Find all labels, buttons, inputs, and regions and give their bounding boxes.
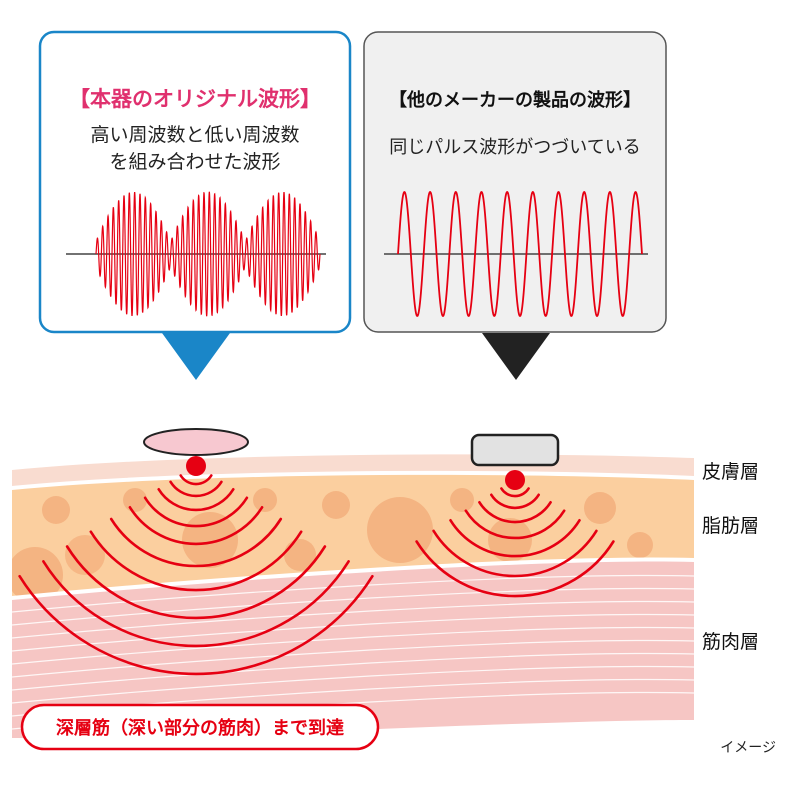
fat-blob [584,492,616,524]
propagation-arc [143,496,249,528]
fat-muscle-boundary [11,557,695,600]
callout-text: 深層筋（深い部分の筋肉）まで到達 [56,717,344,739]
muscle-fiber-line [12,626,694,665]
propagation-arc [179,474,213,486]
muscle-fiber-line [12,574,694,613]
muscle-fiber-line [12,613,694,652]
muscle-layer [12,561,694,739]
right-panel-pointer [482,333,550,380]
left-original-waveform [95,191,321,317]
fat-blob [450,488,474,512]
fat-blob [322,491,350,519]
callout-box [20,703,380,751]
fat-blob [253,488,277,512]
original-device-pink [143,428,249,456]
fat-blob [123,488,147,512]
propagation-arc [42,560,350,648]
propagation-arc [490,493,540,510]
image-note: イメージ [720,740,776,756]
propagation-arc [432,529,598,578]
muscle-fiber-line [12,600,694,639]
right-panel: 【他のメーカーの製品の波形】 同じパルス波形がつづいている [363,31,667,380]
fat-blobs [12,488,653,598]
deep-muscle-callout: 深層筋（深い部分の筋肉）まで到達 [20,703,380,751]
right-shallow-propagation-arcs [415,487,615,598]
right-emission-point [505,470,525,490]
fat-blob [12,547,63,598]
propagation-arc [449,519,581,558]
propagation-arc [415,540,615,598]
propagation-arc [478,501,552,524]
muscle-fiber-line [12,652,694,691]
fat-blob [65,535,105,575]
propagation-arc [18,574,374,676]
propagation-arc [128,506,264,546]
fat-blob [42,496,70,524]
skin-layer-label: 皮膚層 [702,461,759,483]
propagation-arc [109,517,283,568]
fat-blob [627,532,653,558]
propagation-arc [89,530,303,592]
propagation-arc [65,545,327,620]
left-panel-desc-line1: 高い周波数と低い周波数 [90,124,299,146]
propagation-arc [157,488,235,512]
propagation-arc [464,509,566,540]
right-panel-desc: 同じパルス波形がつづいている [389,137,640,158]
fat-blob [284,539,316,571]
left-panel: 【本器のオリジナル波形】 高い周波数と低い周波数 を組み合わせた波形 [38,30,352,380]
muscle-layer-label: 筋肉層 [702,631,759,653]
propagation-arc [500,487,530,498]
muscle-fiber-line [12,639,694,678]
competitor-device-gray [470,433,560,467]
muscle-fiber-line [12,665,694,704]
fat-blob [367,497,433,563]
left-panel-title: 【本器のオリジナル波形】 [69,87,321,111]
tissue-cross-section [11,454,695,739]
fat-layer-label: 脂肪層 [702,515,759,537]
left-panel-desc-line2: を組み合わせた波形 [109,151,280,173]
fat-blob [488,518,532,562]
left-deep-propagation-arcs [18,474,374,676]
skin-fat-boundary [11,470,695,490]
right-pulse-waveform [397,191,643,317]
propagation-arc [169,480,223,498]
left-emission-point [186,456,206,476]
left-panel-pointer [162,333,230,380]
right-panel-title: 【他のメーカーの製品の波形】 [389,89,641,111]
